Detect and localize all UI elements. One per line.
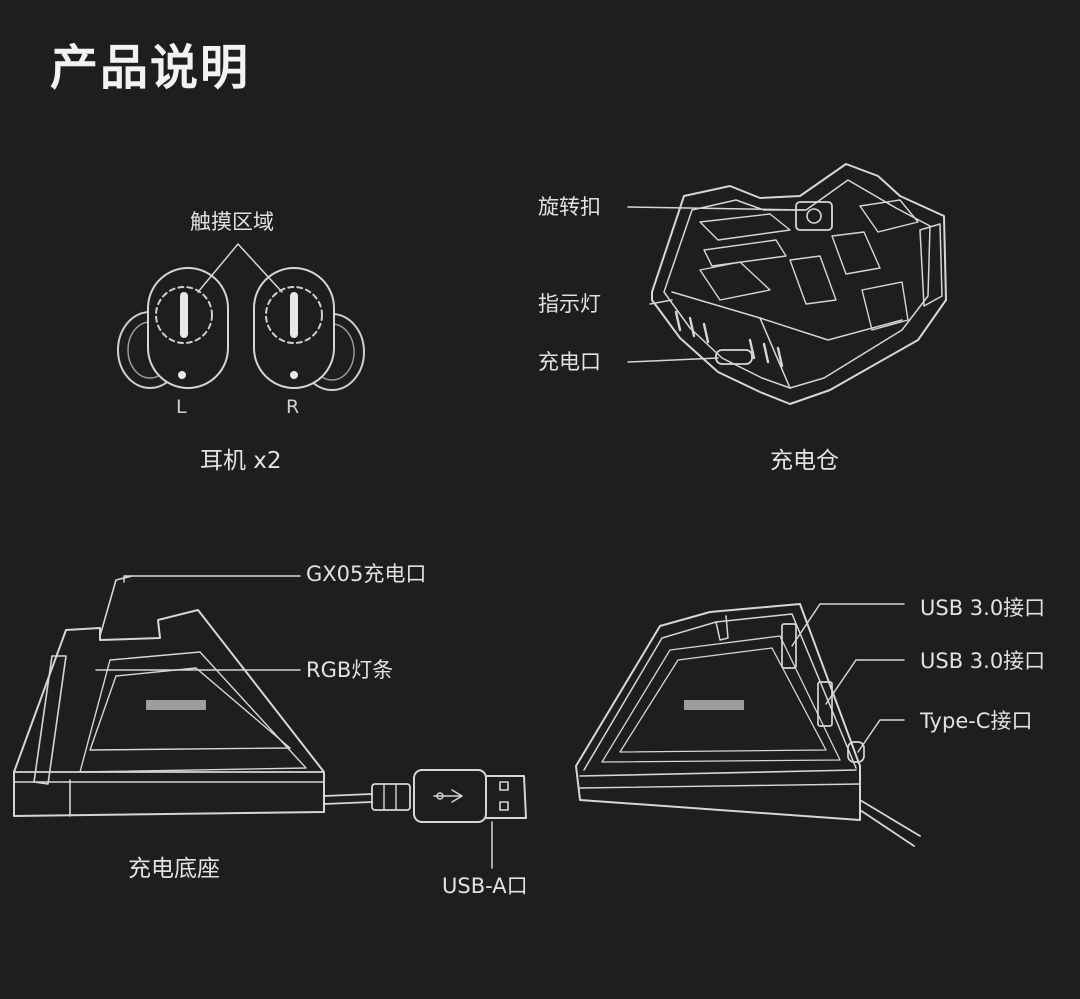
knob-leader [627, 206, 805, 211]
touch-area-leader [197, 243, 283, 293]
usb-dock [575, 603, 921, 847]
usb1-label: USB 3.0接口 [920, 596, 1046, 620]
knob-label: 旋转扣 [538, 195, 601, 219]
touch-area-label: 触摸区域 [190, 210, 274, 234]
usb1-leader [791, 603, 905, 647]
typec-leader [857, 719, 905, 753]
typec-label: Type-C接口 [920, 709, 1033, 733]
usb2-leader [825, 659, 905, 705]
earbud-right [253, 267, 365, 391]
gx05-leader [123, 575, 301, 583]
usb2-label: USB 3.0接口 [920, 649, 1046, 673]
charging-base [13, 575, 527, 823]
left-earbud-label: L [176, 396, 187, 418]
earbuds-caption: 耳机 x2 [200, 448, 282, 474]
earbud-right-slot [290, 292, 298, 338]
earbud-left-dot [178, 371, 186, 379]
gx05-port-label: GX05充电口 [306, 562, 427, 586]
usb-a-label: USB-A口 [442, 874, 528, 898]
right-earbud-label: R [286, 396, 300, 418]
earbud-left [117, 267, 229, 389]
earbud-right-dot [290, 371, 298, 379]
base-caption: 充电底座 [128, 856, 220, 882]
case-caption: 充电仓 [770, 448, 839, 474]
earbud-left-touch-zone [155, 286, 213, 344]
charging-case [651, 163, 947, 405]
earbud-left-slot [180, 292, 188, 338]
earbud-right-touch-zone [265, 286, 323, 344]
rgb-strip-label: RGB灯条 [306, 658, 394, 682]
indicator-leader [649, 299, 673, 305]
port-leader [627, 357, 719, 363]
page-title: 产品说明 [50, 40, 251, 96]
case-port-label: 充电口 [538, 350, 601, 374]
indicator-label: 指示灯 [538, 292, 601, 316]
